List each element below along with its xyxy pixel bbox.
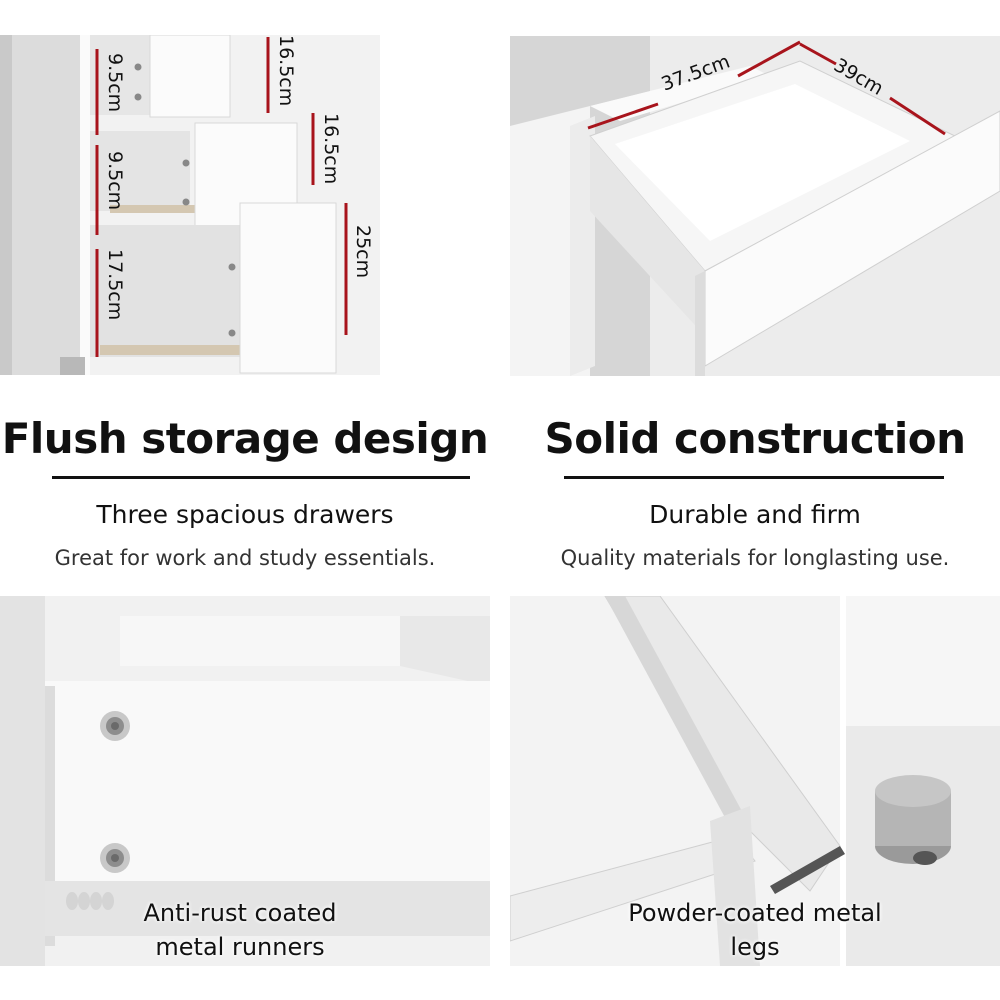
middle-drawer-height-label: 16.5cm bbox=[320, 113, 342, 185]
leg-foot-pad-icon bbox=[875, 775, 951, 865]
flush-storage-heading: Flush storage design bbox=[1, 414, 489, 463]
open-drawer-image: 37.5cm 39cm bbox=[510, 36, 1000, 376]
bottom-drawer-inner-label: 17.5cm bbox=[104, 249, 126, 321]
durable-firm-subheading: Durable and firm bbox=[649, 500, 861, 529]
heading-divider bbox=[564, 476, 944, 479]
solid-construction-heading: Solid construction bbox=[544, 414, 966, 463]
top-drawer-height-label: 16.5cm bbox=[275, 35, 297, 107]
open-drawer-illustration bbox=[510, 36, 1000, 376]
drawer-cabinet-illustration bbox=[0, 35, 348, 375]
metal-runners-label: Anti-rust coated metal runners bbox=[143, 899, 337, 961]
metal-runners-image: Anti-rust coated metal runners bbox=[0, 596, 490, 966]
dimension-lines bbox=[95, 37, 348, 357]
leg-closeup-illustration bbox=[510, 596, 1000, 966]
metal-legs-image: Powder-coated metal legs bbox=[510, 596, 1000, 966]
middle-drawer-inner-label: 9.5cm bbox=[104, 151, 126, 211]
drawer-dimensions-image: 16.5cm 16.5cm 25cm 9.5cm 9.5cm 17.5cm bbox=[0, 35, 380, 375]
bottom-drawer-height-label: 25cm bbox=[352, 225, 374, 279]
three-drawers-subheading: Three spacious drawers bbox=[96, 500, 394, 529]
work-study-caption: Great for work and study essentials. bbox=[54, 546, 436, 570]
heading-divider bbox=[52, 476, 470, 479]
quality-materials-caption: Quality materials for longlasting use. bbox=[560, 546, 950, 570]
screw-icon bbox=[100, 843, 130, 873]
metal-legs-label: Powder-coated metal legs bbox=[628, 899, 882, 961]
dimension-lines bbox=[587, 40, 946, 136]
screw-icon bbox=[100, 711, 130, 741]
top-drawer-inner-label: 9.5cm bbox=[104, 53, 126, 113]
runner-closeup-illustration bbox=[0, 596, 490, 966]
